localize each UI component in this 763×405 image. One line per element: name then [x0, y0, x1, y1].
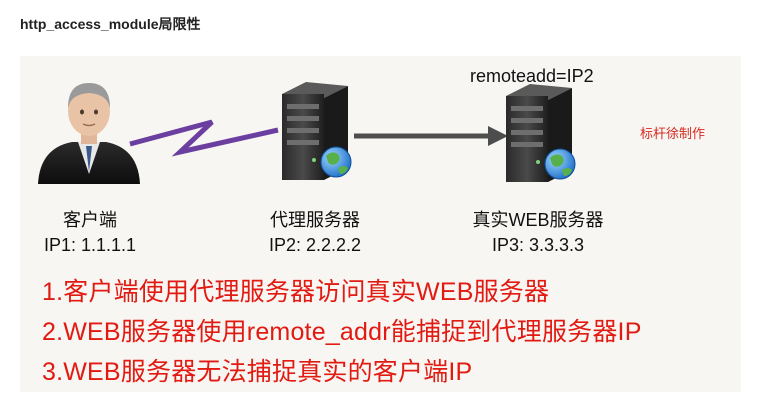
proxy-name: 代理服务器: [270, 210, 360, 230]
user-icon: [38, 83, 140, 184]
point-item-3: 3.WEB服务器无法捕捉真实的客户端IP: [42, 358, 473, 386]
request-arrow-icon: [354, 126, 508, 146]
point-item-1: 1.客户端使用代理服务器访问真实WEB服务器: [42, 278, 550, 306]
globe-icon: [544, 148, 576, 180]
web-server-ip: IP3: 3.3.3.3: [491, 235, 585, 255]
proxy-ip: IP2: 2.2.2.2: [268, 235, 362, 255]
author-note: 标杆徐制作: [640, 126, 706, 141]
client-ip: IP1: 1.1.1.1: [43, 235, 137, 255]
diagram-panel: remoteadd=IP2 标杆徐制作 客户端 IP1: 1.1.1.1 代理服…: [20, 56, 741, 392]
web-server-name: 真实WEB服务器: [472, 210, 604, 230]
globe-icon: [320, 146, 352, 178]
network-diagram: [38, 82, 576, 184]
wireless-link-icon: [129, 119, 279, 157]
client-name: 客户端: [63, 210, 117, 230]
page-title: http_access_module局限性: [20, 16, 201, 32]
point-item-2: 2.WEB服务器使用remote_addr能捕捉到代理服务器IP: [42, 318, 642, 346]
remote-addr-label: remoteadd=IP2: [470, 66, 594, 86]
